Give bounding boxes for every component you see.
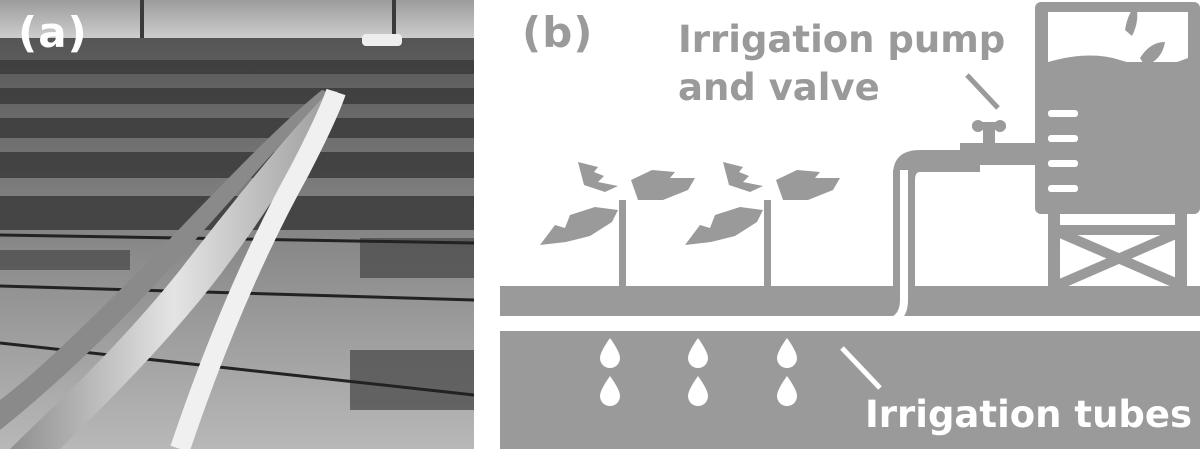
diagram-panel: (b) Irrigation pump and valve Irrigation…: [500, 0, 1200, 449]
irrigation-diagram: [500, 2, 1200, 449]
plant-icon: [685, 162, 840, 288]
plant-icon: [540, 162, 695, 288]
panel-b-label: (b): [522, 8, 594, 57]
field-photo: [0, 0, 474, 449]
photo-panel: (a): [0, 0, 474, 449]
panel-a-label: (a): [18, 8, 88, 57]
water-drop-icon: [600, 338, 797, 406]
pump-label-line1: Irrigation pump: [678, 18, 1006, 61]
irrigation-tubes-label: Irrigation tubes: [865, 393, 1193, 436]
ground-surface: [500, 286, 1200, 316]
splash-icon: [1125, 6, 1165, 66]
irrigation-tube: [500, 170, 908, 327]
valve-icon: [960, 120, 1040, 165]
pump-label-line2: and valve: [678, 66, 880, 109]
pump-valve-label: Irrigation pump and valve: [678, 16, 1005, 112]
